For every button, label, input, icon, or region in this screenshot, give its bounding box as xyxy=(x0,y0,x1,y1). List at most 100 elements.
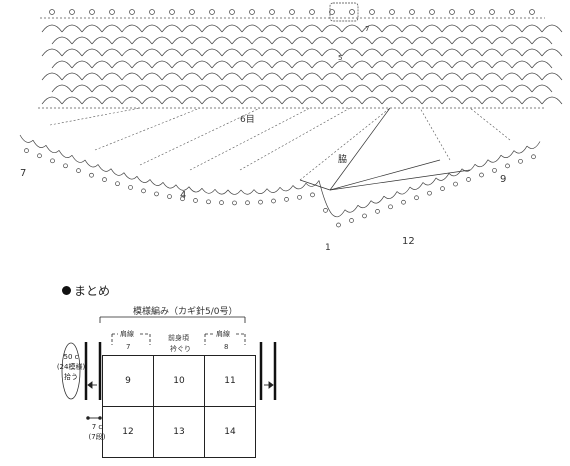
picot-dot xyxy=(492,168,497,173)
fan-scallop xyxy=(149,179,164,186)
mesh-arc xyxy=(121,72,143,81)
fan-scallop xyxy=(71,155,86,163)
mesh-arc xyxy=(241,72,263,81)
mesh-arc xyxy=(41,72,63,81)
picot-dot xyxy=(479,172,484,178)
mesh-arc xyxy=(181,72,203,81)
grid-cell-13: 13 xyxy=(153,406,205,458)
mesh-arc xyxy=(221,96,243,105)
fan-scallop xyxy=(383,191,398,199)
mesh-arc xyxy=(121,96,143,105)
grid-cell-11: 11 xyxy=(204,355,256,407)
edge-loop xyxy=(509,9,515,15)
picot-dot xyxy=(76,168,81,173)
mesh-arc xyxy=(471,60,493,69)
picot-dot xyxy=(284,197,289,202)
picot-dot xyxy=(180,196,185,202)
side-label: 脇 xyxy=(338,155,348,165)
picot-dot xyxy=(375,209,380,214)
mesh-arc xyxy=(401,96,423,105)
mesh-arc xyxy=(71,36,93,45)
chart-mesh xyxy=(41,9,563,105)
mesh-arc xyxy=(251,84,273,93)
mesh-arc xyxy=(151,60,173,69)
row-6-label: 6目 xyxy=(240,115,255,125)
mesh-arc xyxy=(281,48,303,57)
mesh-arc xyxy=(291,84,313,93)
picot-dot xyxy=(401,199,406,205)
mesh-arc xyxy=(81,24,103,33)
picot-dot xyxy=(323,208,328,213)
mesh-arc xyxy=(491,60,513,69)
fan-scallop xyxy=(253,188,268,194)
mesh-arc xyxy=(231,36,253,45)
mesh-arc xyxy=(311,36,333,45)
picot-dot xyxy=(271,198,276,204)
band-number-8: 8 xyxy=(224,343,229,351)
edge-loop xyxy=(249,9,255,15)
mesh-arc xyxy=(231,60,253,69)
fan-scallop xyxy=(526,141,541,149)
fan-scallop xyxy=(487,154,502,163)
mesh-arc xyxy=(531,36,553,45)
picot-dot xyxy=(193,198,198,203)
picot-dot xyxy=(245,200,250,206)
fan-scallop xyxy=(97,164,112,172)
mesh-arc xyxy=(491,36,513,45)
mesh-arc xyxy=(341,96,363,105)
edge-loop xyxy=(69,9,75,15)
picot-dot xyxy=(167,194,172,199)
picot-dot xyxy=(388,204,393,210)
summary-title: まとめ xyxy=(62,282,110,299)
mesh-arc xyxy=(141,72,163,81)
mesh-arc xyxy=(201,72,223,81)
mesh-arc xyxy=(201,24,223,33)
fan-scallop xyxy=(175,184,190,191)
mesh-arc xyxy=(481,48,503,57)
fan-scallop xyxy=(396,186,411,195)
picot-dot xyxy=(310,192,315,198)
edge-loop xyxy=(49,9,55,15)
summary-title-text: まとめ xyxy=(74,284,111,298)
fan-scallop xyxy=(123,172,138,180)
mesh-arc xyxy=(181,48,203,57)
mesh-arc xyxy=(51,36,73,45)
fan-scallop xyxy=(461,164,476,172)
picot-dot xyxy=(440,186,445,191)
mesh-arc xyxy=(441,24,463,33)
mesh-arc xyxy=(381,24,403,33)
fan-scallop xyxy=(344,205,359,213)
mesh-arc xyxy=(221,24,243,33)
mesh-arc xyxy=(191,36,213,45)
grid-cell-9: 9 xyxy=(102,355,154,407)
mesh-arc xyxy=(451,60,473,69)
fan-scallop xyxy=(58,150,73,158)
edge-loop xyxy=(469,9,475,15)
mesh-arc xyxy=(41,48,63,57)
mesh-arc xyxy=(301,48,323,57)
mesh-arc xyxy=(151,84,173,93)
mesh-arc xyxy=(401,48,423,57)
mesh-arc xyxy=(171,84,193,93)
fan-scallop xyxy=(474,159,489,168)
edge-loop xyxy=(389,9,395,15)
crochet-chart xyxy=(19,2,563,228)
mesh-arc xyxy=(461,24,483,33)
mesh-arc xyxy=(361,72,383,81)
edge-loop xyxy=(369,9,375,15)
mesh-arc xyxy=(511,36,533,45)
fan-scallop xyxy=(370,195,385,204)
mesh-arc xyxy=(481,24,503,33)
fan-scallop xyxy=(513,145,528,154)
mesh-arc xyxy=(61,24,83,33)
mesh-arc xyxy=(261,24,283,33)
left-note-line-2: (24模様) xyxy=(56,363,86,371)
fan-scallop xyxy=(318,180,333,215)
mesh-arc xyxy=(211,60,233,69)
edge-label-1: 1 xyxy=(325,243,331,253)
mesh-arc xyxy=(101,72,123,81)
mesh-arc xyxy=(81,48,103,57)
mesh-arc xyxy=(61,48,83,57)
mesh-arc xyxy=(211,84,233,93)
